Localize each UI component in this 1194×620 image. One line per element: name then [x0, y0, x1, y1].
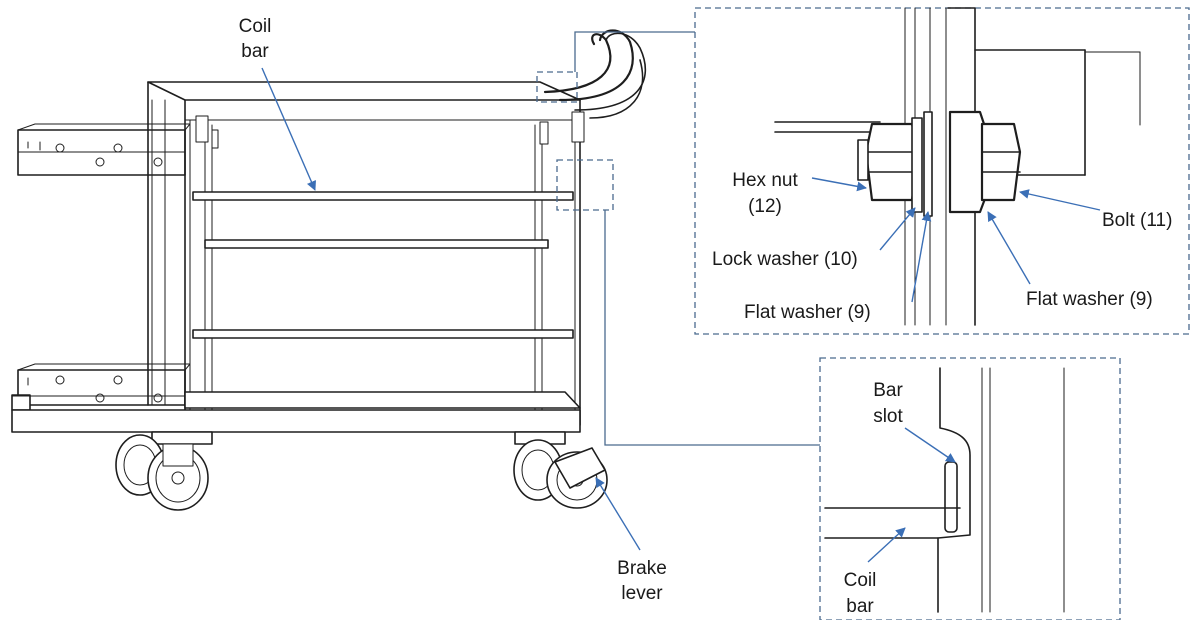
detail-marker-slot: [556, 159, 614, 211]
lock-washer-label: Lock washer (10): [712, 249, 858, 270]
flat-washer-right-label: Flat washer (9): [1026, 289, 1153, 310]
brake-lever-leader: [595, 477, 641, 551]
caster-left: [115, 431, 213, 511]
flat-washer-left-leader: [911, 211, 932, 303]
coil-bar-label-line1: Coil: [239, 16, 272, 37]
coil-bar: [192, 191, 574, 339]
coil-bar-detail-leader: [867, 527, 906, 563]
cart-drawing: [11, 29, 647, 511]
coil-bar-detail-label-line2: bar: [846, 596, 874, 617]
hex-nut-leader: [811, 177, 867, 192]
bolt-label: Bolt (11): [1102, 210, 1172, 231]
hex-nut-label-line1: Hex nut: [732, 170, 798, 191]
hex-nut-label-line2: (12): [748, 196, 782, 217]
coil-bar-leader: [261, 67, 316, 191]
bar-slot-label-line1: Bar: [873, 380, 903, 401]
flat-washer-left-label: Flat washer (9): [744, 302, 871, 323]
detail-marker-bolt: [536, 71, 578, 103]
bar-slot-detail-callout: [819, 357, 1121, 620]
bar-slot-leader: [904, 427, 956, 463]
flat-washer-right-leader: [987, 211, 1031, 285]
brake-lever-label-line1: Brake: [617, 558, 667, 579]
left-lower-tray: [17, 363, 191, 406]
brake-lever-label-line2: lever: [621, 583, 663, 604]
coil-bar-detail-label-line1: Coil: [844, 570, 877, 591]
bolt-leader: [1019, 189, 1101, 211]
caster-right: [513, 431, 608, 509]
bolt-detail-callout: [694, 7, 1190, 335]
lock-washer-leader: [879, 207, 916, 251]
bar-slot-label-line2: slot: [873, 406, 903, 427]
coil-bar-label-line2: bar: [241, 41, 269, 62]
left-upper-tray: [17, 123, 191, 176]
